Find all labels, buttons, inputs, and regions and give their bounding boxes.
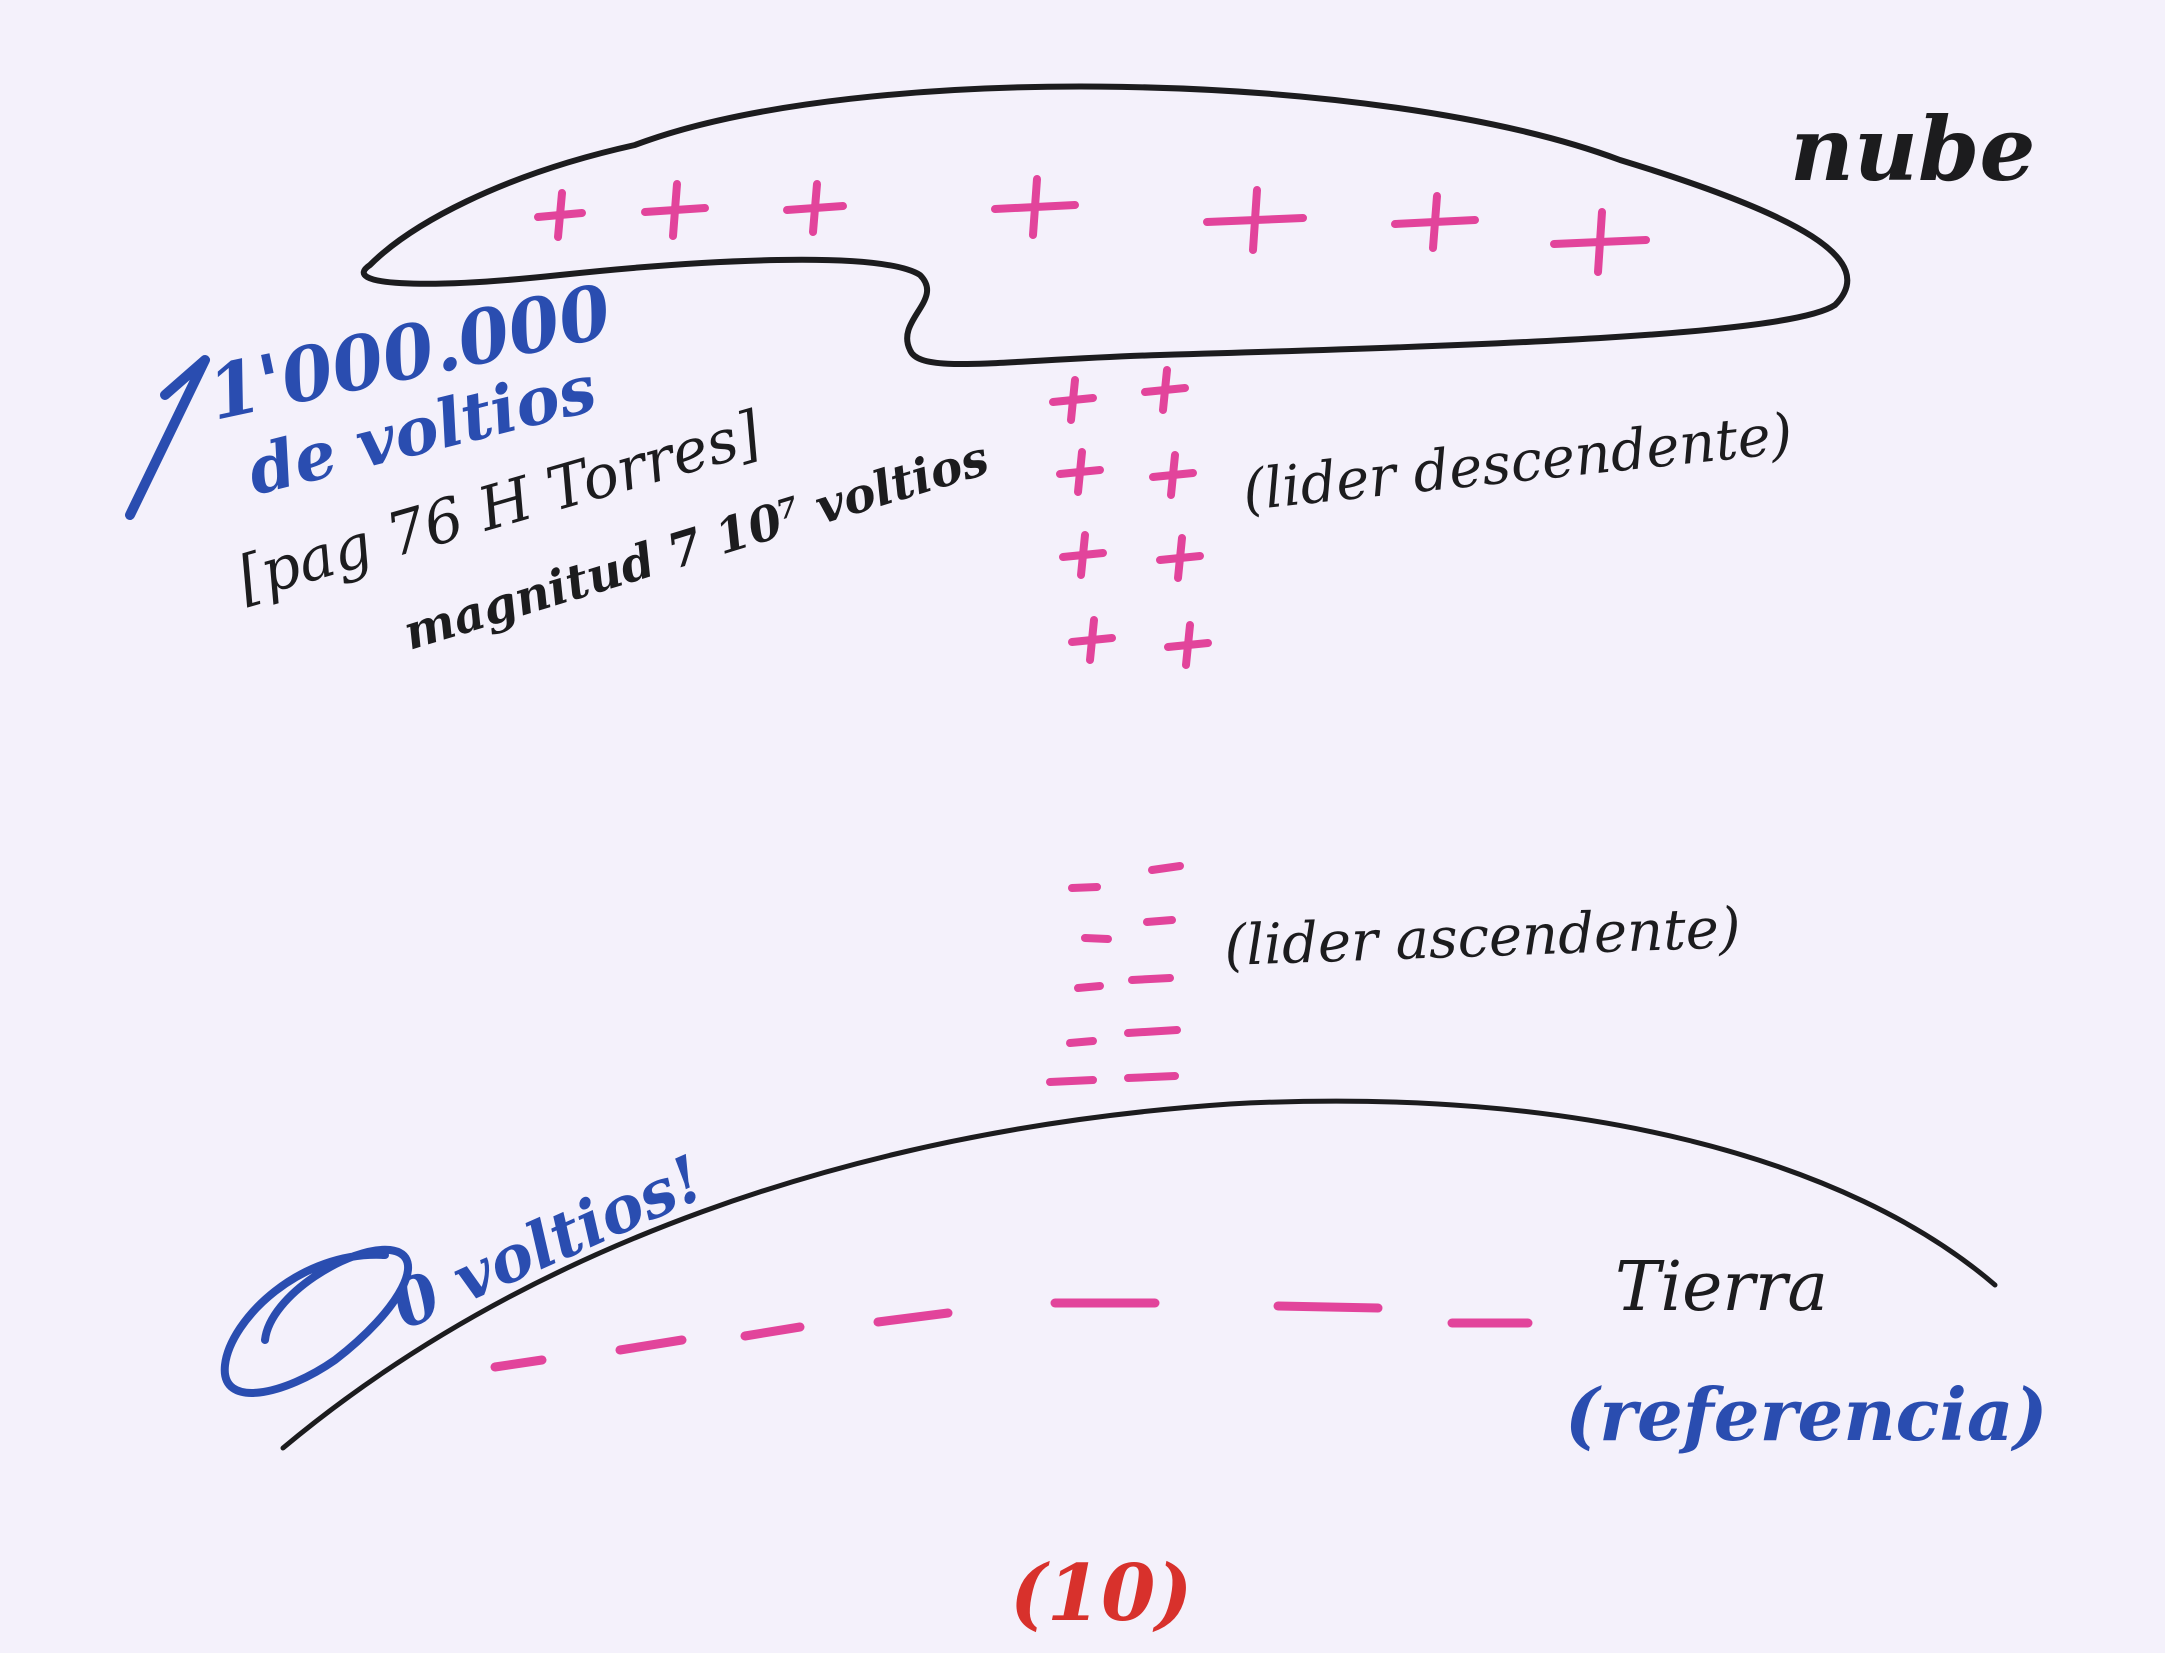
page-number: (10) <box>1010 1548 1192 1639</box>
ground-minus-charge <box>615 1335 687 1355</box>
descending-plus-charge <box>1164 621 1212 669</box>
descending-plus-charge <box>1056 448 1104 496</box>
one-glyph <box>125 355 210 520</box>
descending-plus-charge <box>1156 534 1204 582</box>
ascending-minus-charge <box>1074 982 1104 992</box>
descending-plus-charge <box>1049 376 1097 424</box>
ground-minus-charge <box>490 1355 547 1372</box>
descending-plus-charge <box>1141 366 1189 414</box>
plus-bar-v <box>1594 208 1606 276</box>
descending-plus-charge <box>1068 616 1116 664</box>
ascending-minus-charge <box>1068 883 1101 892</box>
plus-bar-v <box>1167 451 1179 499</box>
ground-minus-charge <box>740 1322 805 1341</box>
ascending-minus-charge <box>1081 934 1112 943</box>
ground-minus-charge <box>873 1308 953 1327</box>
ascending-minus-charge <box>1128 974 1174 984</box>
cloud-plus-charge <box>641 180 709 240</box>
plus-bar-v <box>1086 616 1098 664</box>
ascending-minus-charge <box>1143 916 1176 926</box>
descending-plus-charge <box>1149 451 1197 499</box>
plus-bar-v <box>1249 186 1261 254</box>
plus-bar-v <box>554 189 566 241</box>
plus-bar-v <box>1067 376 1079 424</box>
ascending-minus-charge <box>1066 1037 1097 1047</box>
plus-bar-v <box>1077 531 1089 579</box>
cloud-outline <box>360 83 1851 368</box>
cloud-label: nube <box>1790 97 2035 201</box>
ascending-minus-charge <box>1124 1026 1181 1037</box>
cloud-charges <box>534 175 1650 276</box>
zero-glyph <box>220 1245 412 1397</box>
descending-leader-label: (lider descendente) <box>1240 402 1796 524</box>
plus-bar-v <box>669 180 681 240</box>
ground-label: Tierra <box>1615 1248 1828 1327</box>
ascending-leader-label: (lider ascendente) <box>1223 896 1741 979</box>
plus-bar-v <box>1074 448 1086 496</box>
cloud-plus-charge <box>1550 208 1650 276</box>
ascending-leader-charges <box>1046 862 1184 1086</box>
ground-charges <box>490 1298 1533 1372</box>
cloud-plus-charge <box>1203 186 1307 254</box>
ground-arc <box>280 1098 1998 1451</box>
plus-bar-v <box>809 180 821 236</box>
ascending-minus-charge <box>1148 862 1184 874</box>
ascending-minus-charge <box>1046 1076 1097 1086</box>
ground-reference-label: (referencia) <box>1565 1372 2048 1457</box>
cloud-plus-charge <box>534 189 586 241</box>
cloud-plus-charge <box>991 175 1079 239</box>
ground-minus-charge <box>1273 1301 1383 1313</box>
plus-bar-v <box>1174 534 1186 582</box>
plus-bar-v <box>1159 366 1171 414</box>
descending-plus-charge <box>1059 531 1107 579</box>
plus-bar-v <box>1182 621 1194 669</box>
descending-leader-charges <box>1049 366 1212 669</box>
cloud-plus-charge <box>783 180 847 236</box>
ground-voltage-label: 0 voltios! <box>381 1141 715 1344</box>
plus-bar-v <box>1429 192 1441 252</box>
ascending-minus-charge <box>1124 1072 1179 1082</box>
cloud-plus-charge <box>1391 192 1479 252</box>
plus-bar-v <box>1029 175 1041 239</box>
